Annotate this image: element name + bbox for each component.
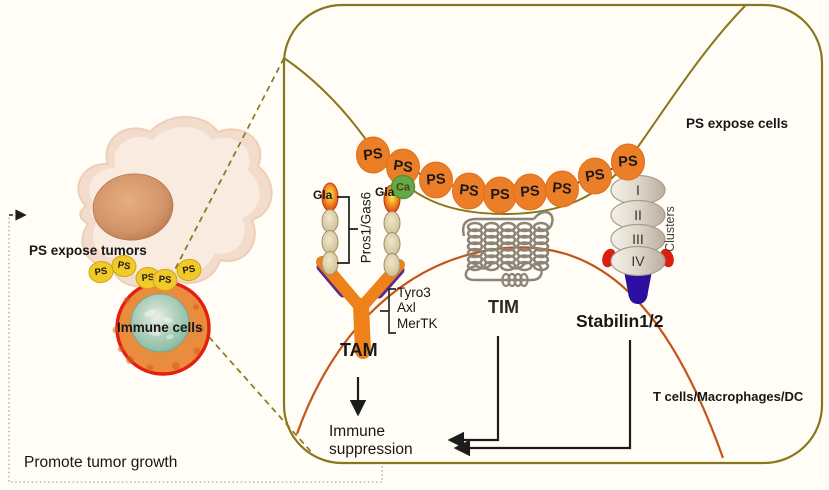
mertk-label: MerTK bbox=[397, 315, 438, 331]
zoom-panel-border bbox=[282, 3, 824, 465]
tumor-cell bbox=[77, 116, 273, 288]
ps-bead-label: PS bbox=[392, 158, 414, 177]
stabilin-label: Stabilin1/2 bbox=[576, 311, 664, 331]
tumor-nucleus bbox=[92, 173, 174, 241]
promote-tumor-growth-label: Promote tumor growth bbox=[24, 454, 178, 471]
ps-beads bbox=[356, 136, 645, 214]
tim-hook bbox=[533, 210, 554, 232]
tyro3-axl-mertk-bracket bbox=[380, 288, 396, 334]
ps-expose-tumors-label: PS expose tumors bbox=[29, 243, 147, 258]
immune-cell-granules bbox=[112, 297, 204, 372]
callout-line-top bbox=[167, 57, 285, 284]
pros1-gas6-label: Pros1/Gas6 bbox=[358, 191, 374, 264]
ps-bead-label: PS bbox=[459, 182, 480, 200]
immune-suppression-line1: Immune bbox=[329, 423, 385, 440]
immune-cell-nucleus-texture bbox=[144, 309, 174, 340]
tim-bottom-coil bbox=[501, 272, 529, 288]
ps-bead-label: PS bbox=[426, 171, 447, 188]
immune-suppression-line2: suppression bbox=[329, 441, 413, 458]
tam-receptor bbox=[316, 182, 405, 359]
ps-badge-label: PS bbox=[117, 260, 131, 273]
ps-bead-chain: PS PS PS PS PS PS PS PS PS bbox=[356, 136, 645, 214]
ps-bead-label: PS bbox=[552, 180, 573, 198]
domain-numeral-2: II bbox=[634, 207, 642, 223]
stabilin-arrow bbox=[453, 340, 632, 457]
ps-badge-label: PS bbox=[94, 266, 108, 279]
immune-suppression-label: Immune suppression bbox=[329, 423, 413, 459]
tam-members: Tyro3 Axl MerTK bbox=[397, 285, 438, 331]
bottom-cell-membrane bbox=[295, 246, 725, 459]
ps-bead-label: PS bbox=[618, 153, 638, 170]
calcium-label: Ca bbox=[396, 182, 411, 194]
tim-label: TIM bbox=[488, 297, 519, 317]
gla-label-left: Gla bbox=[313, 188, 333, 202]
top-cell-membrane bbox=[283, 5, 746, 216]
domain-numeral-4: IV bbox=[631, 253, 645, 269]
gla-label-right: Gla bbox=[375, 185, 395, 199]
immune-cell-nucleus bbox=[130, 293, 190, 353]
tim-arrow bbox=[447, 336, 500, 449]
t-cells-macrophages-dc-label: T cells/Macrophages/DC bbox=[653, 389, 804, 404]
ps-bead-label: PS bbox=[584, 167, 606, 186]
tam-label: TAM bbox=[340, 340, 378, 360]
ps-expose-cells-label: PS expose cells bbox=[686, 116, 789, 131]
tim-bottom-bar bbox=[464, 264, 532, 282]
tyro3-label: Tyro3 bbox=[397, 285, 431, 300]
ps-badge-label: PS bbox=[141, 272, 155, 284]
axl-label: Axl bbox=[397, 300, 416, 316]
domain-numeral-3: III bbox=[632, 231, 644, 247]
ps-badge-label: PS bbox=[182, 263, 196, 276]
tim-receptor bbox=[461, 210, 554, 288]
tam-stem bbox=[353, 298, 371, 359]
ps-badges-yellow: PS PS PS PS PS bbox=[88, 254, 202, 292]
immune-cells-label: Immune cells bbox=[117, 320, 203, 335]
outcome-arrows bbox=[349, 336, 632, 457]
ps-badge-label: PS bbox=[158, 274, 171, 286]
ps-bead-label: PS bbox=[520, 183, 541, 201]
domain-numeral-1: I bbox=[636, 182, 640, 198]
callout-line-bottom bbox=[208, 336, 314, 455]
stabilin-receptor: I II III IV bbox=[602, 174, 674, 304]
ps-bead-labels: PS PS PS PS PS PS PS PS PS bbox=[362, 146, 638, 203]
tim-top-bar bbox=[461, 217, 534, 237]
stabilin-domain-numerals: I II III IV bbox=[631, 182, 645, 269]
ps-bead-label: PS bbox=[362, 146, 383, 164]
stabilin-domains bbox=[610, 174, 666, 277]
tim-bottom-hook bbox=[529, 262, 543, 282]
clusters-label: Clusters bbox=[663, 206, 677, 252]
tam-ligand-chains bbox=[321, 182, 401, 277]
calcium-ion: Ca bbox=[390, 174, 416, 200]
ps-bead-label: PS bbox=[490, 187, 510, 203]
pros1-gas6-bracket bbox=[337, 196, 358, 264]
